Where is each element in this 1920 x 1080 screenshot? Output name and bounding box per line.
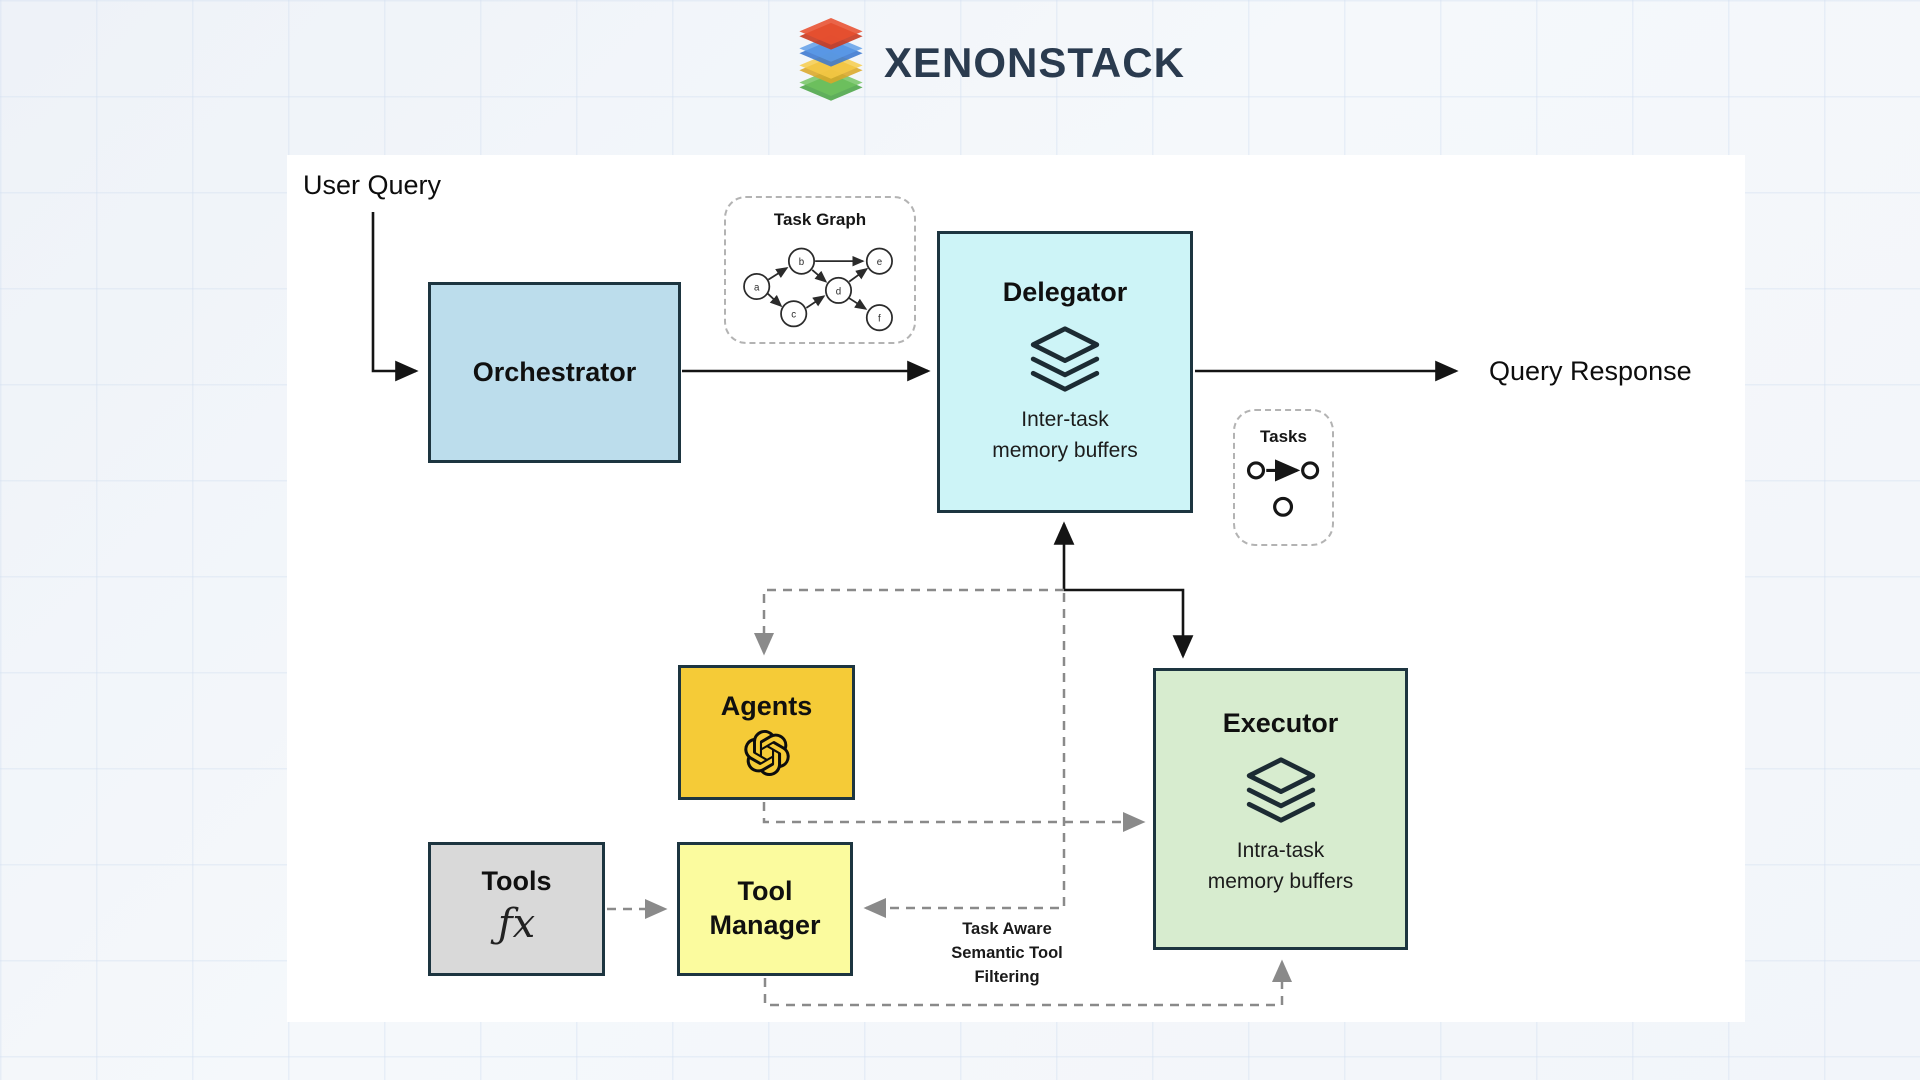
- task-graph-edge: [848, 297, 868, 310]
- tool-filtering-label: Task Aware Semantic Tool Filtering: [951, 920, 1063, 986]
- orchestrator-node: Orchestrator: [428, 282, 681, 463]
- task-graph-edge: [766, 292, 783, 308]
- task-graph-node-label: a: [754, 282, 760, 293]
- task-graph-node-label: b: [799, 257, 804, 268]
- task-circle: [1246, 461, 1265, 480]
- query-response-label: Query Response: [1489, 356, 1692, 386]
- task-circle: [1300, 461, 1319, 480]
- task-graph-edge: [811, 269, 828, 283]
- tool-manager-node: Tool Manager: [677, 842, 853, 976]
- delegator-title: Delegator: [1002, 277, 1128, 307]
- task-graph-node: [865, 247, 893, 275]
- task-graph-edge: [805, 295, 826, 309]
- orchestrator-title: Orchestrator: [472, 356, 637, 387]
- agents-title: Agents: [720, 691, 813, 721]
- tool-manager-title: Tool Manager: [709, 876, 821, 940]
- executor-title: Executor: [1222, 708, 1339, 738]
- executor-node: Executor Intra-task memory buffers: [1153, 668, 1408, 950]
- task-graph-node: [824, 276, 853, 304]
- openai-icon: [743, 729, 790, 776]
- task-graph-node-label: d: [836, 286, 841, 297]
- tools-node: Tools ƒx: [428, 842, 605, 976]
- xenonstack-logo: XENONSTACK: [792, 18, 1185, 108]
- task-graph-node-label: e: [877, 257, 882, 268]
- executor-memory-label: Intra-task memory buffers: [1207, 838, 1354, 894]
- layers-icon: [1242, 755, 1320, 825]
- task-graph-title: Task Graph: [773, 210, 867, 229]
- agents-node: Agents: [678, 665, 855, 800]
- task-graph-node-label: c: [791, 310, 796, 321]
- tasks-diagram: [1246, 459, 1319, 517]
- task-graph-node: [787, 247, 816, 275]
- task-graph-node: [865, 304, 893, 332]
- task-graph-node-label: f: [878, 314, 881, 325]
- task-graph-node: [780, 300, 808, 328]
- layers-icon: [1026, 324, 1104, 394]
- tools-title: Tools: [481, 866, 552, 896]
- task-graph-diagram: a b c d e f: [743, 247, 893, 332]
- tasks-card: Tasks: [1233, 409, 1334, 546]
- fx-icon: ƒx: [497, 900, 536, 947]
- task-graph-card: Task Graph: [724, 196, 916, 344]
- xenonstack-logo-text: XENONSTACK: [884, 39, 1185, 86]
- task-graph-node: [743, 272, 771, 301]
- task-circle: [1272, 496, 1293, 517]
- task-graph-edge: [848, 267, 869, 283]
- tasks-title: Tasks: [1260, 427, 1307, 446]
- delegator-node: Delegator Inter-task memory buffers: [937, 231, 1193, 513]
- xenonstack-logo-icon: [792, 18, 870, 108]
- task-graph-edge: [767, 267, 789, 281]
- delegator-memory-label: Inter-task memory buffers: [992, 407, 1138, 463]
- user-query-label: User Query: [303, 170, 442, 200]
